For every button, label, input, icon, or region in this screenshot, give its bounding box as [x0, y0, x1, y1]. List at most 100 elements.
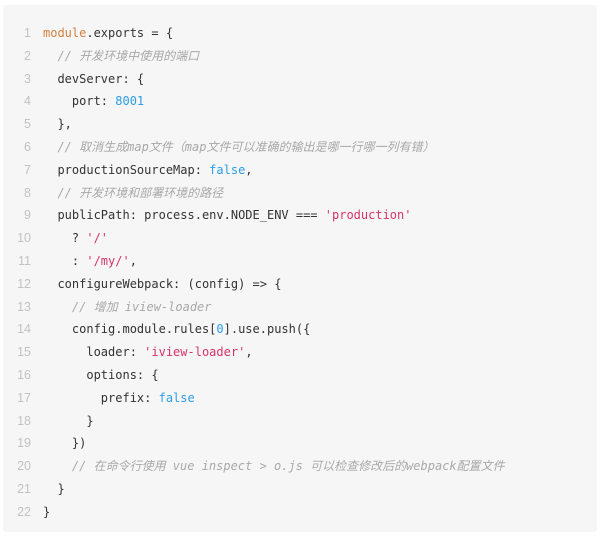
code-token: })	[43, 436, 87, 451]
code-line: 11 : '/my/',	[3, 250, 597, 273]
line-source: // 取消生成map文件（map文件可以准确的输出是哪一行哪一列有错）	[31, 136, 434, 159]
code-line: 20 // 在命令行使用 vue inspect > o.js 可以检查修改后的…	[3, 455, 597, 478]
line-source: port: 8001	[31, 90, 144, 113]
string-token: '/'	[86, 231, 109, 246]
literal-token: false	[158, 390, 195, 405]
line-number: 6	[24, 139, 31, 154]
code-line: 8 // 开发环境和部署环境的路径	[3, 182, 597, 205]
line-number: 10	[17, 231, 31, 246]
line-number: 16	[17, 367, 31, 382]
line-source: loader: 'iview-loader',	[31, 341, 253, 364]
code-token	[43, 300, 72, 314]
line-number: 11	[18, 253, 31, 268]
comment-token: // 在命令行使用 vue inspect > o.js 可以检查修改后的web…	[71, 459, 505, 474]
line-number: 12	[17, 276, 31, 291]
code-token: config.module.rules[	[43, 322, 217, 337]
keyword-token: module	[43, 26, 87, 40]
code-line: 16 options: {	[3, 364, 597, 387]
comment-token: // 取消生成map文件（map文件可以准确的输出是哪一行哪一列有错）	[57, 139, 435, 154]
code-line: 4 port: 8001	[3, 90, 597, 113]
code-line: 22}	[3, 501, 597, 524]
line-source: // 增加 iview-loader	[31, 296, 212, 319]
line-number: 8	[24, 185, 31, 200]
literal-token: 0	[216, 322, 224, 337]
code-line: 18 }	[3, 410, 597, 433]
line-number: 14	[17, 322, 31, 337]
line-source: productionSourceMap: false,	[31, 159, 253, 182]
code-token: }	[43, 481, 65, 496]
code-line: 7 productionSourceMap: false,	[3, 159, 597, 182]
code-token: ,	[129, 253, 137, 268]
code-token	[43, 459, 72, 473]
code-token	[43, 140, 57, 154]
line-number: 22	[17, 504, 31, 519]
code-token: prefix:	[43, 390, 159, 405]
code-line: 13 // 增加 iview-loader	[3, 296, 597, 319]
line-number: 18	[17, 413, 31, 428]
line-number: 15	[17, 345, 31, 360]
code-line: 3 devServer: {	[3, 68, 597, 91]
code-token: loader:	[43, 345, 145, 360]
code-token: },	[43, 117, 72, 132]
line-source: prefix: false	[31, 387, 195, 410]
code-line: 15 loader: 'iview-loader',	[3, 341, 597, 364]
code-token: port:	[43, 94, 116, 109]
code-line: 19 })	[3, 432, 597, 455]
line-source: : '/my/',	[31, 250, 137, 273]
code-line: 5 },	[3, 113, 597, 136]
line-source: config.module.rules[0].use.push({	[31, 318, 310, 341]
code-line: 6 // 取消生成map文件（map文件可以准确的输出是哪一行哪一列有错）	[3, 136, 597, 159]
string-token: '/my/'	[86, 253, 130, 268]
code-token: options: {	[43, 367, 159, 382]
code-line: 21 }	[3, 478, 597, 501]
comment-token: // 增加 iview-loader	[71, 299, 212, 314]
code-line: 10 ? '/'	[3, 227, 597, 250]
line-number: 19	[17, 436, 31, 451]
code-token: ?	[43, 231, 87, 246]
line-number: 20	[17, 459, 31, 474]
line-number: 1	[24, 26, 31, 40]
comment-token: // 开发环境中使用的端口	[57, 48, 200, 63]
code-token	[43, 186, 57, 200]
code-token: productionSourceMap:	[43, 162, 210, 177]
line-number: 5	[24, 117, 31, 132]
line-source: }	[31, 410, 94, 433]
line-source: devServer: {	[31, 68, 144, 91]
line-source: })	[31, 432, 86, 455]
line-source: },	[31, 113, 72, 136]
line-number: 4	[24, 94, 31, 109]
line-source: // 开发环境中使用的端口	[31, 45, 199, 68]
string-token: 'production'	[324, 208, 412, 223]
code-token: .exports = {	[86, 26, 174, 40]
line-number: 3	[24, 71, 31, 86]
code-token: }	[43, 413, 94, 428]
code-line: 12 configureWebpack: (config) => {	[3, 273, 597, 296]
line-number: 21	[17, 481, 31, 496]
code-token: :	[43, 253, 87, 268]
literal-token: 8001	[115, 94, 145, 109]
line-source: publicPath: process.env.NODE_ENV === 'pr…	[31, 204, 411, 227]
line-number: 9	[24, 208, 31, 223]
string-token: 'iview-loader'	[144, 345, 246, 360]
line-source: }	[31, 478, 65, 501]
line-number: 17	[17, 390, 31, 405]
line-number: 13	[17, 299, 31, 314]
line-source: module.exports = {	[31, 22, 173, 45]
code-token: ,	[245, 162, 253, 177]
line-source: // 开发环境和部署环境的路径	[31, 182, 223, 205]
code-token: publicPath: process.env.NODE_ENV ===	[43, 208, 325, 223]
line-source: configureWebpack: (config) => {	[31, 273, 281, 296]
line-number: 7	[24, 162, 31, 177]
line-source: }	[31, 501, 50, 524]
code-token	[43, 49, 57, 63]
code-line: 14 config.module.rules[0].use.push({	[3, 318, 597, 341]
code-token: devServer: {	[43, 71, 145, 86]
comment-token: // 开发环境和部署环境的路径	[57, 185, 224, 200]
code-line: 17 prefix: false	[3, 387, 597, 410]
code-token: configureWebpack: (config) => {	[43, 276, 282, 291]
code-line: 2 // 开发环境中使用的端口	[3, 45, 597, 68]
code-token: ,	[245, 345, 253, 360]
code-line: 9 publicPath: process.env.NODE_ENV === '…	[3, 204, 597, 227]
